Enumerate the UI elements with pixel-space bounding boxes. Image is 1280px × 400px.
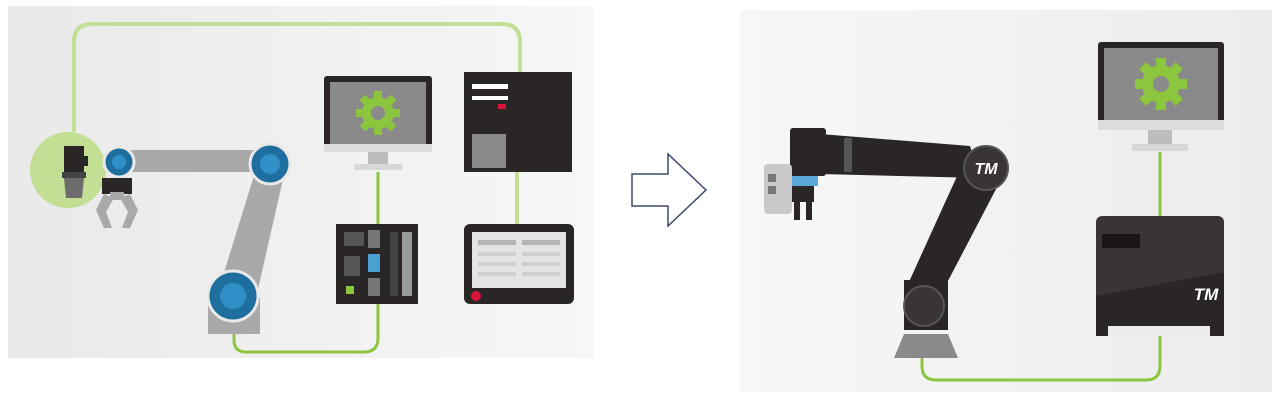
before-diagram-canvas [8, 6, 594, 358]
tm-link-upper [820, 134, 980, 178]
tm-base-plate [894, 334, 958, 358]
before-diagram [8, 6, 594, 358]
tm-wrist [790, 128, 826, 176]
camera-icon [62, 146, 88, 198]
tm-joint-elbow [963, 145, 1009, 191]
plc-unit [336, 224, 418, 304]
gripper-icon [792, 186, 814, 220]
hmi-touch-panel [464, 224, 574, 304]
after-diagram-canvas: TM [740, 10, 1272, 392]
camera-icon [764, 164, 792, 214]
cable-robot-to-plc [232, 304, 380, 354]
tm-logo-controller: TM [1194, 285, 1219, 304]
tm-controller-box: TM [1096, 216, 1224, 336]
after-diagram: TM [740, 10, 1272, 392]
cable-robot-to-controller [920, 332, 1162, 382]
robot-controller-cabinet [464, 72, 572, 172]
gear-icon [356, 91, 400, 135]
tm-robot-arm: TM [764, 128, 1009, 358]
tm-wrist-light [788, 176, 818, 186]
gripper-icon [96, 178, 138, 228]
pc-monitor [324, 76, 432, 170]
robot-link-upper [112, 150, 268, 172]
pc-monitor [1098, 42, 1224, 151]
tm-logo-elbow: TM [974, 161, 998, 178]
robot-link-lower [218, 156, 286, 298]
cable-gripper-to-controller [72, 22, 522, 132]
robot-arm-gray [102, 142, 292, 334]
gear-icon [1135, 58, 1187, 110]
right-arrow-icon [630, 150, 710, 230]
